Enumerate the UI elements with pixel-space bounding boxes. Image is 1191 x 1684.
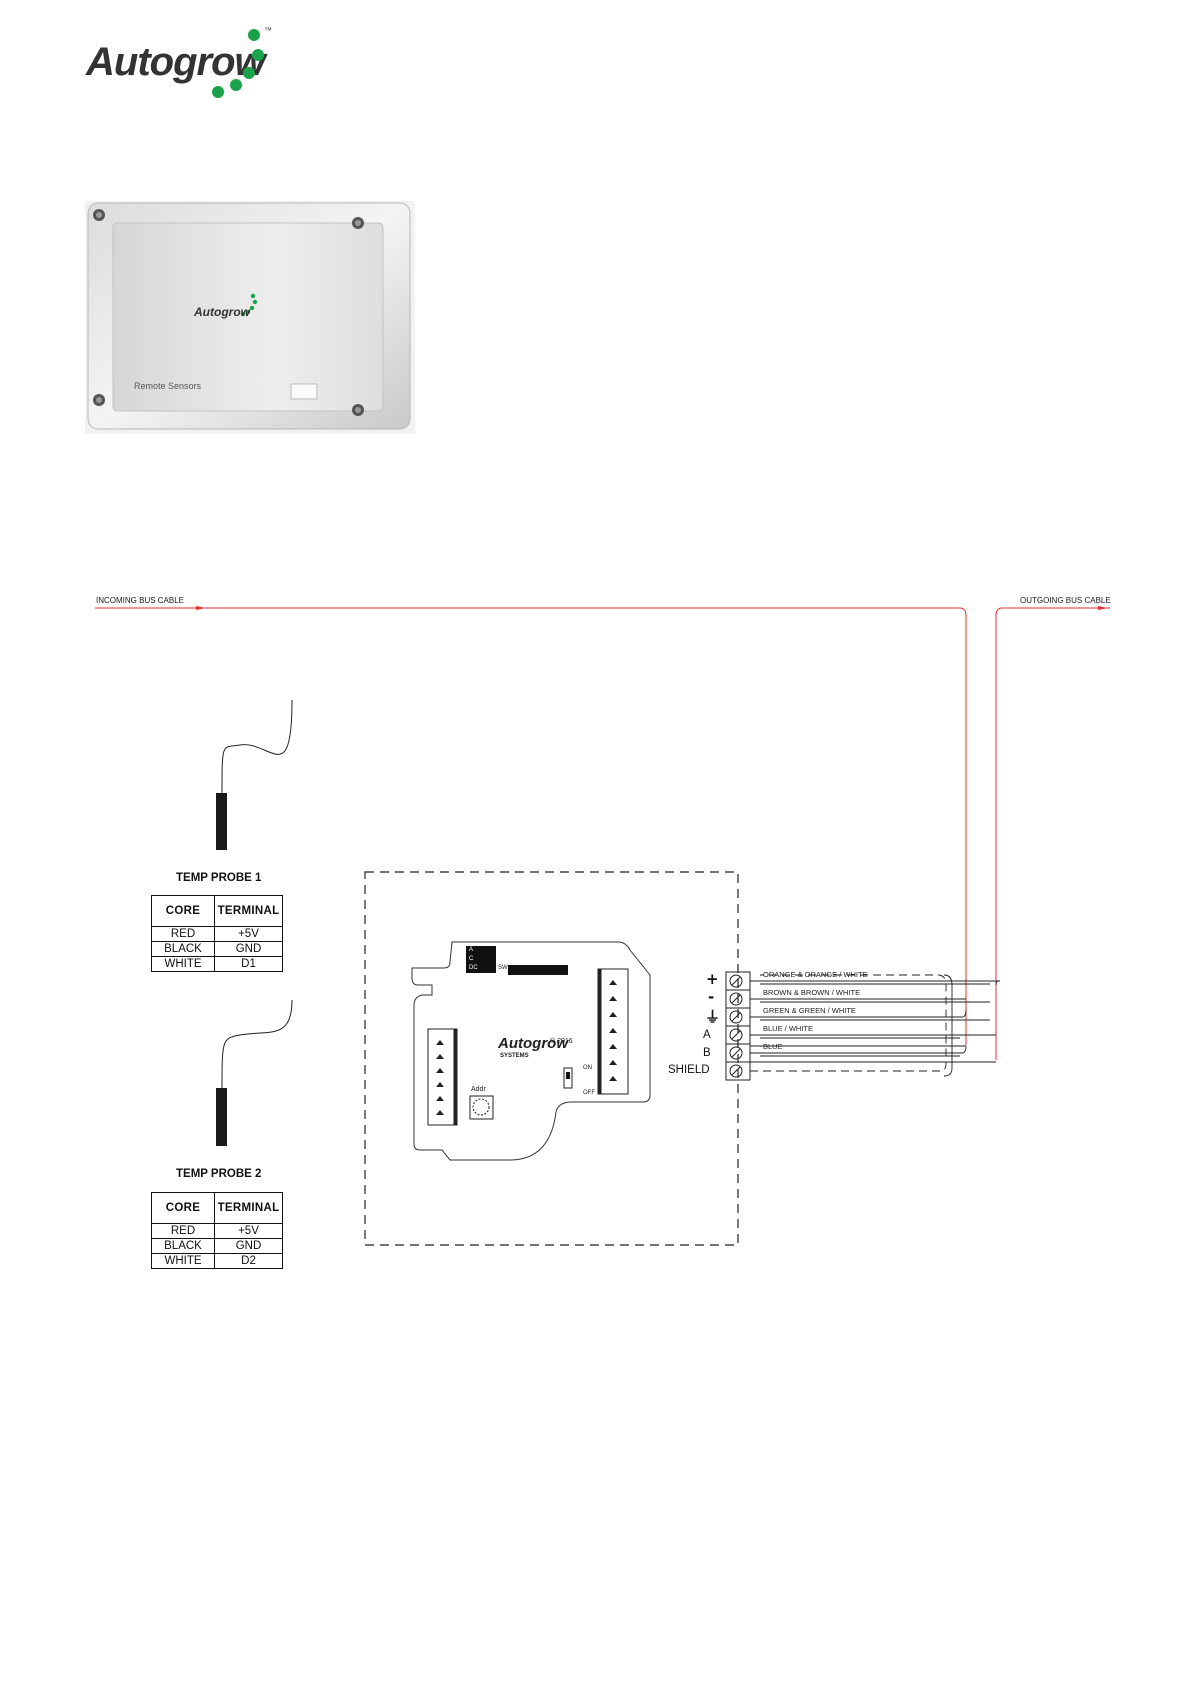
- core-cell: BLACK: [151, 1238, 215, 1254]
- brand-logo-tm: ™: [264, 26, 272, 35]
- terminal-block: [725, 971, 751, 1081]
- terminal-cell: +5V: [214, 926, 283, 942]
- table-row: RED +5V: [151, 1223, 283, 1239]
- enclosure-panel-label: Remote Sensors: [134, 381, 202, 391]
- terminal-ground-icon: ⏚: [705, 1008, 721, 1026]
- wire-label-blue-white: BLUE / WHITE: [763, 1024, 814, 1033]
- header-terminal: TERMINAL: [214, 895, 283, 927]
- brand-logo-text: Autogrow: [86, 40, 266, 84]
- terminal-b-label: B: [703, 1047, 711, 1059]
- terminal-plus-label: +: [706, 970, 719, 988]
- core-cell: RED: [151, 1223, 215, 1239]
- bus-cable: [95, 607, 1110, 1060]
- temp-probe-1-table: CORE TERMINAL RED +5V BLACK GND WHITE D1: [151, 895, 283, 972]
- table-row: RED +5V: [151, 926, 283, 942]
- terminal-a-label: A: [703, 1029, 711, 1041]
- enclosure-outline: [364, 871, 739, 1246]
- jumper-label-c: C: [469, 956, 474, 962]
- right-connector-pins: [609, 980, 617, 1081]
- temp-probe-2-title: TEMP PROBE 2: [176, 1168, 262, 1180]
- table-row: BLACK GND: [151, 941, 283, 957]
- terminal-cell: D1: [214, 956, 283, 972]
- terminal-minus-label: -: [708, 988, 715, 1006]
- table-header-row: CORE TERMINAL: [151, 895, 283, 927]
- core-cell: WHITE: [151, 956, 215, 972]
- board-brand: Autogrow: [498, 1035, 568, 1052]
- header-terminal: TERMINAL: [214, 1192, 283, 1224]
- board-switch-on: ON: [583, 1065, 592, 1071]
- table-row: WHITE D2: [151, 1253, 283, 1269]
- outgoing-arrow-icon: [1098, 606, 1108, 610]
- wire-label-blue: BLUE: [763, 1042, 783, 1051]
- terminal-cell: D2: [214, 1253, 283, 1269]
- header-core: CORE: [151, 1192, 215, 1224]
- cable-bundle-outline: [943, 974, 953, 1077]
- terminal-cell: +5V: [214, 1223, 283, 1239]
- wire-label-brown: BROWN & BROWN / WHITE: [763, 988, 861, 997]
- wire-label-orange: ORANGE & ORANGE / WHITE: [763, 970, 868, 979]
- board-code: © 2016: [550, 1038, 573, 1045]
- outgoing-bus-label: OUTGOING BUS CABLE: [1020, 596, 1111, 605]
- table-header-row: CORE TERMINAL: [151, 1192, 283, 1224]
- outgoing-bus-wire: [995, 607, 1110, 1060]
- jumper-label-a: A: [469, 947, 474, 953]
- incoming-arrow-icon: [196, 606, 206, 610]
- terminal-cell: GND: [214, 941, 283, 957]
- board-addr-label: Addr: [471, 1086, 486, 1093]
- wire-label-green: GREEN & GREEN / WHITE: [763, 1006, 856, 1015]
- temp-probe-2-table: CORE TERMINAL RED +5V BLACK GND WHITE D2: [151, 1192, 283, 1269]
- table-row: BLACK GND: [151, 1238, 283, 1254]
- terminal-shield-label: SHIELD: [668, 1064, 710, 1076]
- incoming-bus-label: INCOMING BUS CABLE: [96, 596, 185, 605]
- enclosure-brand: Autogrow: [194, 305, 250, 319]
- core-cell: WHITE: [151, 1253, 215, 1269]
- core-cell: BLACK: [151, 941, 215, 957]
- temp-probe-1-title: TEMP PROBE 1: [176, 872, 262, 884]
- board-switch-off: OFF: [583, 1090, 595, 1096]
- pcb-board: [411, 941, 651, 1161]
- board-sub: SYSTEMS: [500, 1053, 529, 1059]
- left-connector-pins: [436, 1040, 444, 1115]
- temp-probe-2-drawing: [216, 999, 293, 1146]
- brand-dots-icon: [212, 29, 264, 98]
- board-sw-label: SW: [498, 965, 508, 971]
- incoming-bus-wire: [95, 607, 967, 1045]
- terminal-cell: GND: [214, 1238, 283, 1254]
- core-cell: RED: [151, 926, 215, 942]
- header-core: CORE: [151, 895, 215, 927]
- temp-probe-1-drawing: [216, 699, 293, 850]
- product-photo: Autogrow Remote Sensors: [85, 201, 415, 434]
- enclosure-image: [85, 201, 415, 434]
- table-row: WHITE D1: [151, 956, 283, 972]
- jumper-label-dc: DC: [469, 965, 478, 971]
